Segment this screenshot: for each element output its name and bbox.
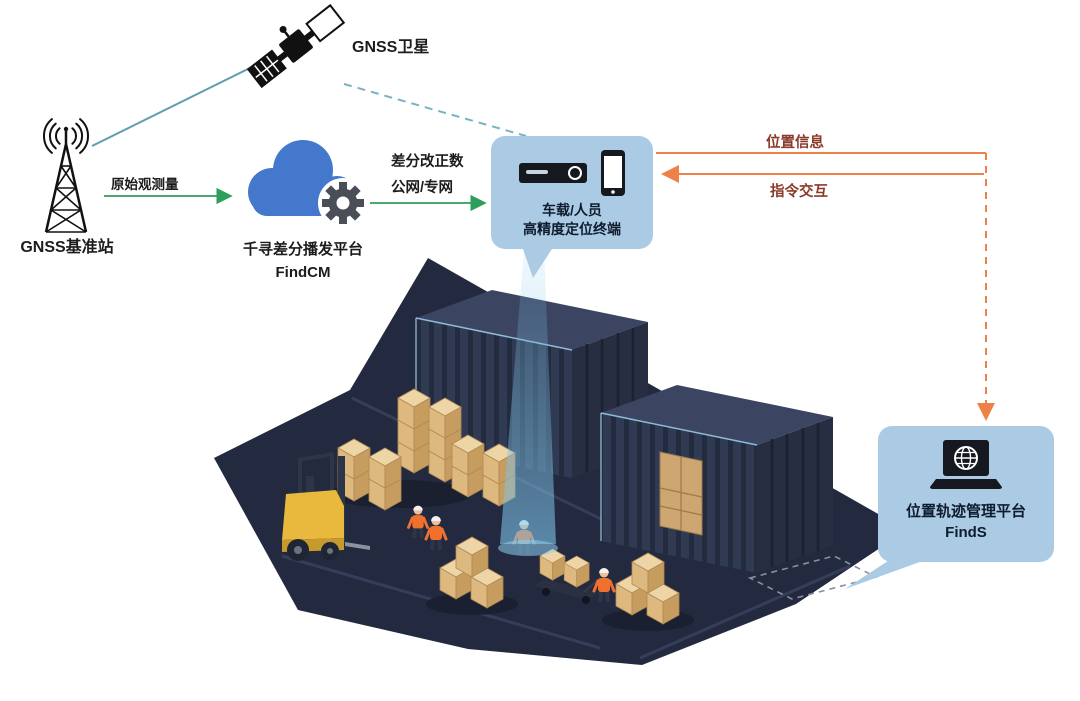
cloud-platform-name: 千寻差分播发平台 <box>242 241 363 258</box>
finds-bubble-tail <box>845 557 928 589</box>
smartphone-icon <box>601 150 625 196</box>
pallet-left <box>426 536 518 615</box>
beam-glow <box>498 540 558 556</box>
receiver-box-icon <box>519 163 587 183</box>
pallet-right <box>602 552 694 631</box>
laptop-globe-icon <box>930 440 1002 489</box>
terminal-label-line2: 高精度定位终端 <box>523 221 621 237</box>
line-satellite-to-terminal <box>343 83 527 137</box>
signal-arcs-icon <box>42 118 90 154</box>
cloud-platform-label: 千寻差分播发平台 FindCM <box>227 238 379 284</box>
correction-data-label: 差分改正数 <box>391 154 464 170</box>
terminal-bubble: 车载/人员 高精度定位终端 <box>491 136 653 249</box>
terminal-label-line1: 车载/人员 <box>542 202 602 218</box>
positioning-beam <box>500 250 556 544</box>
satellite-icon <box>246 3 346 89</box>
position-info-label: 位置信息 <box>766 135 824 151</box>
base-station-label: GNSS基准站 <box>20 239 114 256</box>
cloud-platform-product: FindCM <box>275 264 331 281</box>
corrections-label: 差分改正数 公网/专网 <box>391 149 464 201</box>
command-interaction-label: 指令交互 <box>770 184 828 200</box>
finds-platform-name: 位置轨迹管理平台 <box>905 503 1026 520</box>
warehouse-scene <box>214 250 880 665</box>
network-label: 公网/专网 <box>391 180 454 196</box>
gear-icon <box>322 182 364 224</box>
raw-observation-label: 原始观测量 <box>111 177 179 192</box>
finds-platform-bubble: 位置轨迹管理平台 FindS <box>878 426 1054 562</box>
satellite-label: GNSS卫星 <box>352 39 430 56</box>
forklift <box>282 452 370 561</box>
shipping-container-b <box>600 385 833 573</box>
line-satellite-to-base <box>91 63 259 147</box>
radio-tower-icon <box>42 118 90 233</box>
terminal-bubble-tail <box>523 249 552 278</box>
finds-platform-product: FindS <box>945 524 987 541</box>
crate-stacks <box>328 389 515 510</box>
